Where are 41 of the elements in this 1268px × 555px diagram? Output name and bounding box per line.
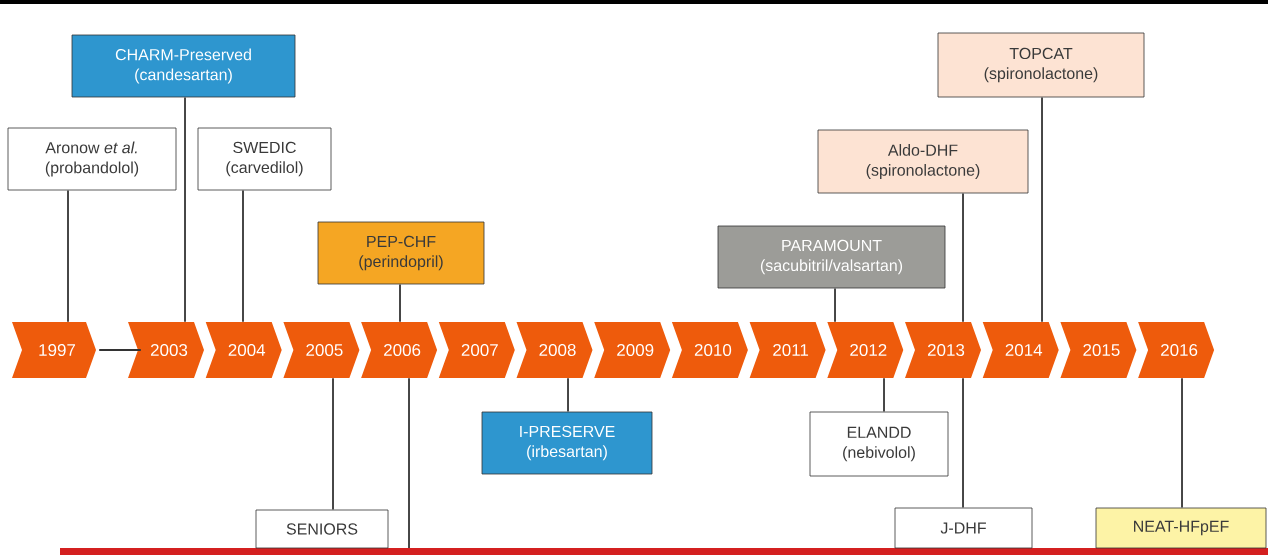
trial-box: PARAMOUNT (sacubitril/valsartan) bbox=[717, 225, 946, 289]
connector-line bbox=[67, 189, 69, 323]
connector-line bbox=[834, 287, 836, 323]
year-segment: 2013 bbox=[905, 322, 981, 378]
year-segment: 2012 bbox=[827, 322, 904, 378]
connector-line bbox=[1041, 96, 1043, 323]
connector-line bbox=[184, 96, 186, 323]
connector-line bbox=[883, 377, 885, 413]
trial-box: CHARM-Preserved (candesartan) bbox=[71, 34, 296, 98]
connector-line bbox=[399, 283, 401, 323]
trial-box: TOPCAT (spironolactone) bbox=[937, 32, 1145, 98]
year-segment: 2014 bbox=[982, 322, 1059, 378]
trial-box: NEAT-HFpEF bbox=[1095, 507, 1267, 549]
trial-box: ELANDD (nebivolol) bbox=[809, 411, 949, 477]
connector-line bbox=[567, 377, 569, 413]
year-segment: 2010 bbox=[671, 322, 748, 378]
trial-box: J-DHF bbox=[894, 507, 1033, 549]
trial-box: PEP-CHF (perindopril) bbox=[317, 221, 485, 285]
year-segment: 2004 bbox=[205, 322, 282, 378]
year-segment: 2015 bbox=[1060, 322, 1137, 378]
year-segment: 2007 bbox=[438, 322, 515, 378]
connector-line bbox=[242, 189, 244, 323]
connector-line bbox=[332, 377, 334, 511]
year-segment: 2006 bbox=[361, 322, 438, 378]
year-segment: 2009 bbox=[594, 322, 671, 378]
trial-box: I-PRESERVE (irbesartan) bbox=[481, 411, 653, 475]
year-segment: 2003 bbox=[128, 322, 204, 378]
connector-line bbox=[408, 377, 410, 549]
connector-line bbox=[962, 377, 964, 509]
trial-box: SWEDIC (carvedilol) bbox=[197, 127, 332, 191]
year-segment: 2011 bbox=[749, 322, 826, 378]
connector-line bbox=[1181, 377, 1183, 509]
year-segment: 1997 bbox=[12, 322, 96, 378]
year-segment: 2016 bbox=[1138, 322, 1215, 378]
connector-line bbox=[98, 349, 142, 351]
trial-box: Aldo-DHF (spironolactone) bbox=[817, 129, 1029, 194]
trial-box: SENIORS bbox=[255, 509, 389, 549]
year-segment: 2008 bbox=[516, 322, 593, 378]
year-segment: 2005 bbox=[283, 322, 360, 378]
trial-box: Aronow et al. (probandolol) bbox=[7, 127, 177, 191]
connector-line bbox=[962, 192, 964, 323]
